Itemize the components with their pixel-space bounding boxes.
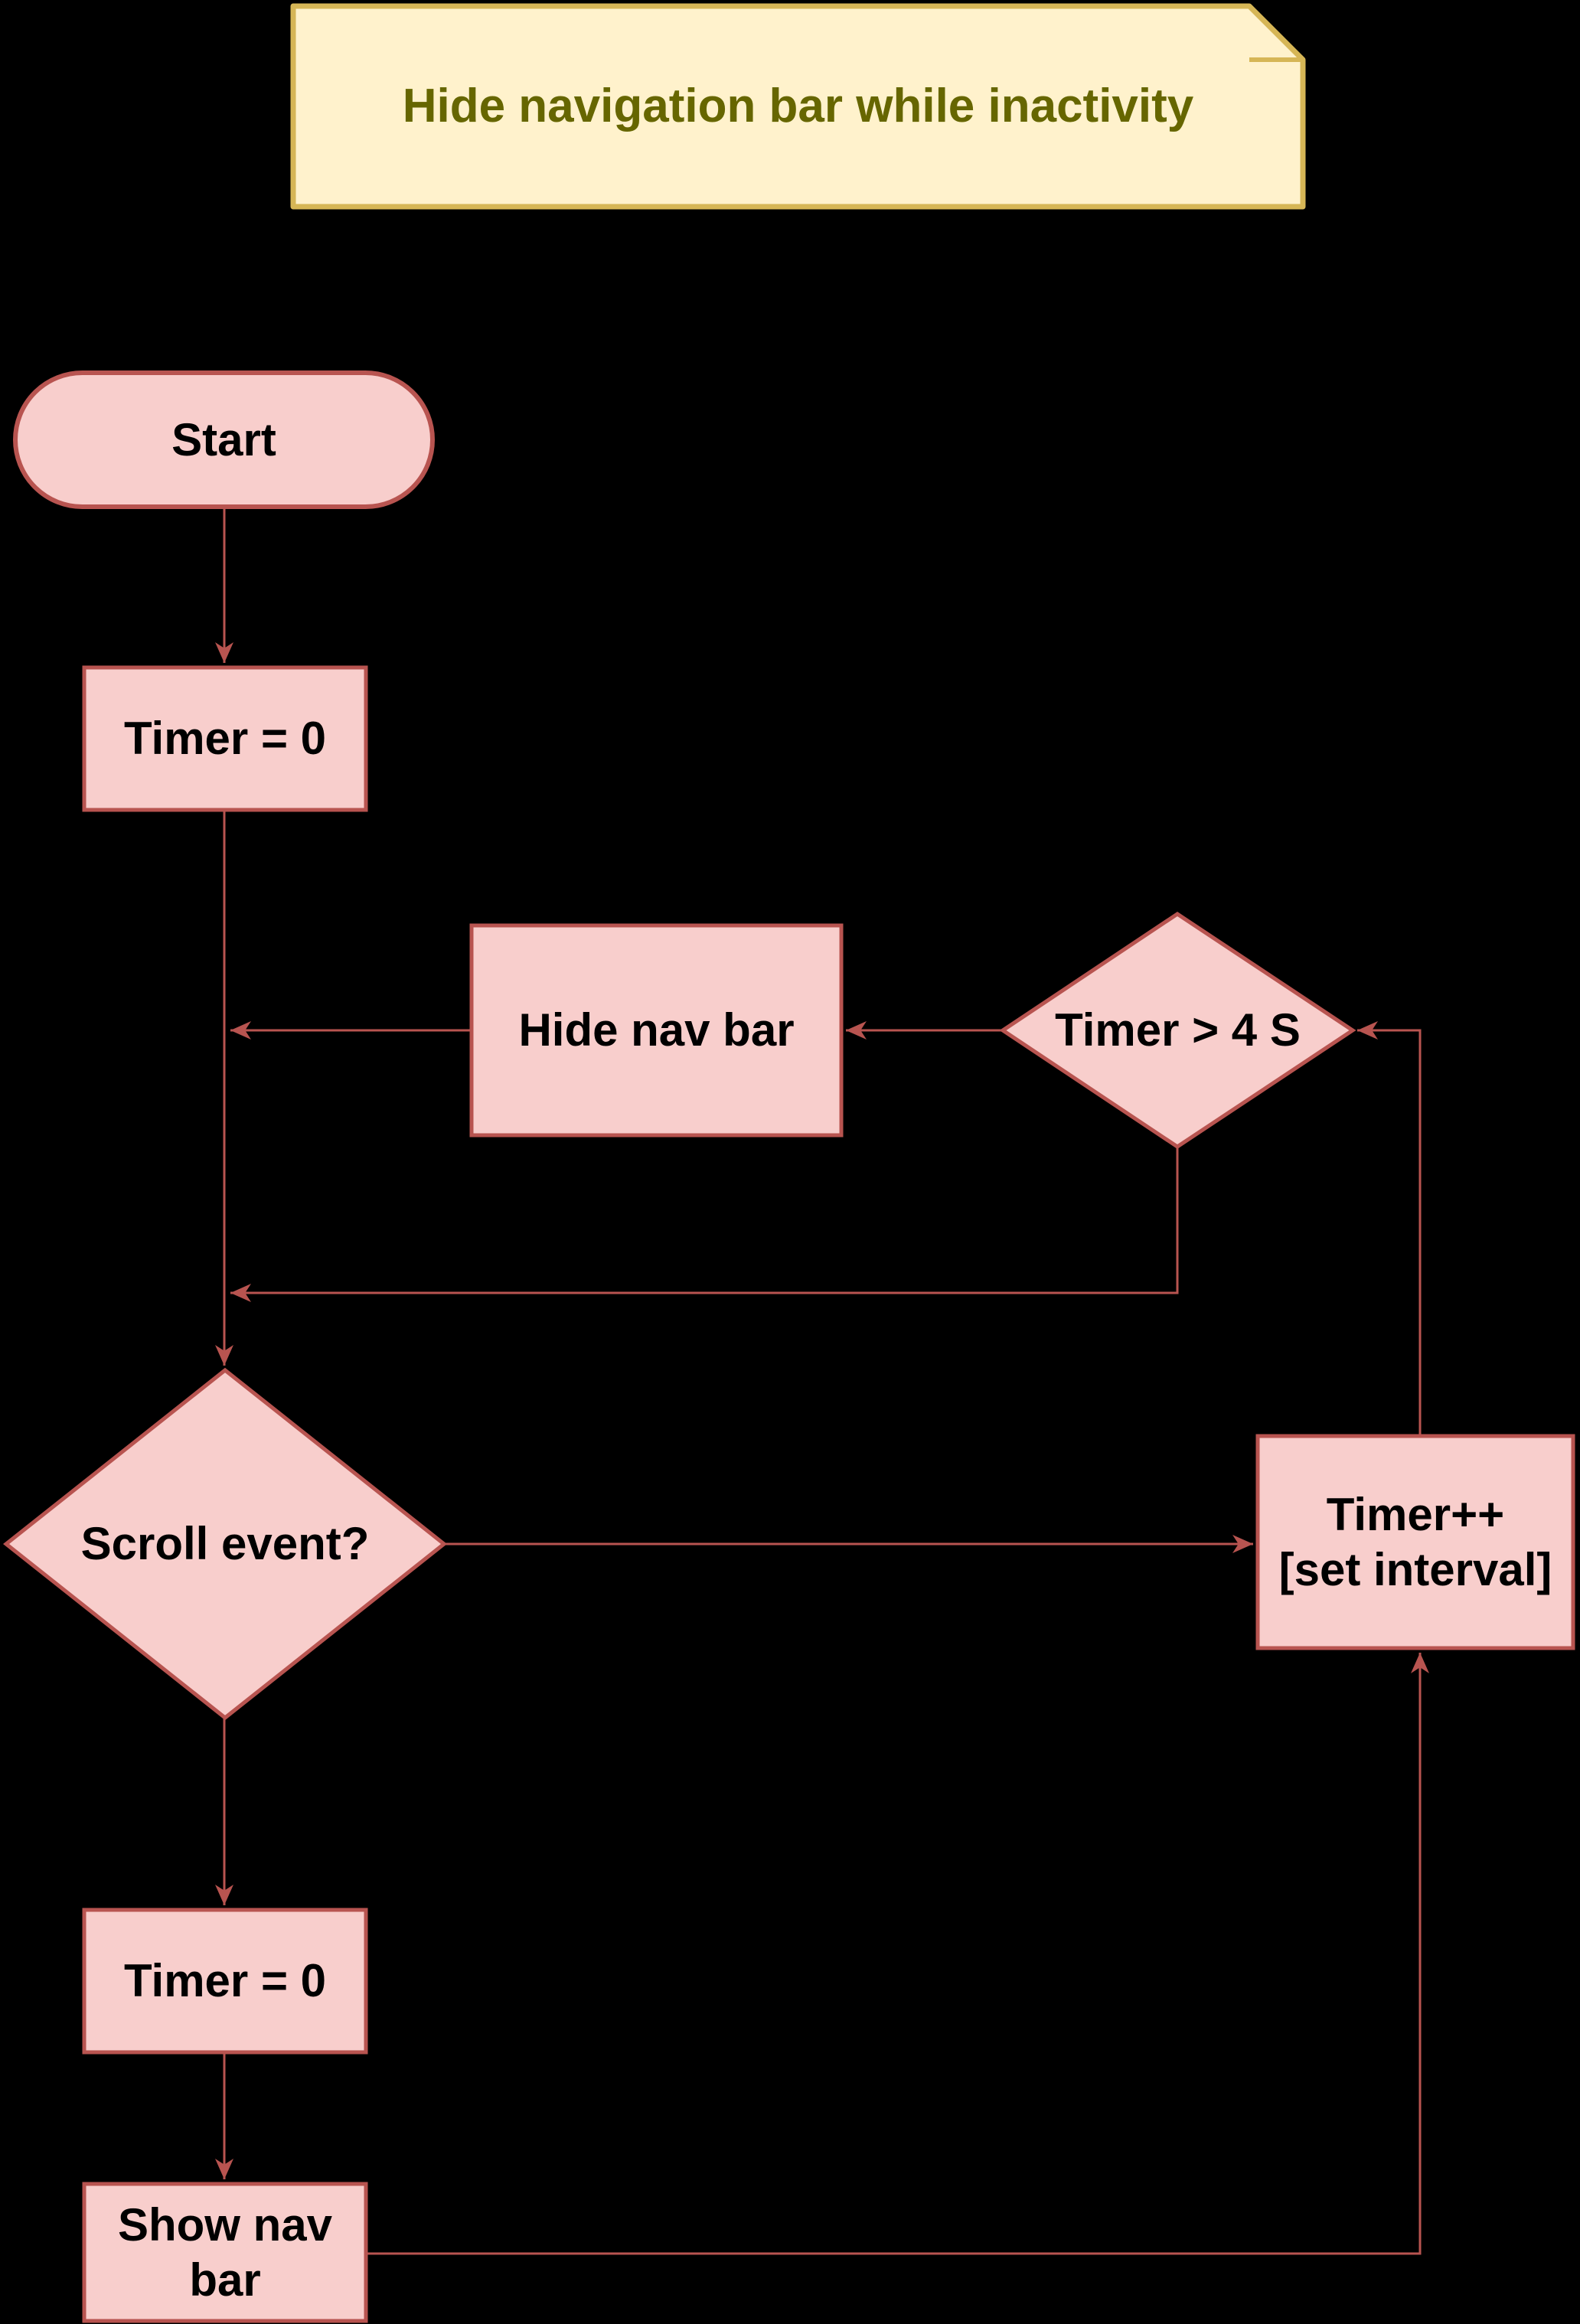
node-timer-increment xyxy=(1255,1434,1575,1650)
node-show-nav-bar xyxy=(82,2182,368,2323)
edge-timer-gt-4s-loop-to-main-line xyxy=(230,1147,1179,1302)
nodes-group xyxy=(2,370,1575,2323)
node-hide-nav-bar xyxy=(469,923,844,1138)
node-timer-gt-4s xyxy=(999,911,1356,1150)
edges-group xyxy=(215,508,1429,2255)
node-timer-reset-bottom xyxy=(82,1908,368,2055)
title-note-group xyxy=(290,3,1306,210)
edge-timer-increment-to-timer-gt-4s xyxy=(1357,1021,1422,1436)
node-timer-reset-top xyxy=(82,665,368,812)
note-shape xyxy=(290,3,1306,210)
edge-show-nav-bar-to-timer-increment xyxy=(366,1653,1429,2255)
node-start xyxy=(13,370,435,509)
node-scroll-event xyxy=(2,1367,448,1721)
